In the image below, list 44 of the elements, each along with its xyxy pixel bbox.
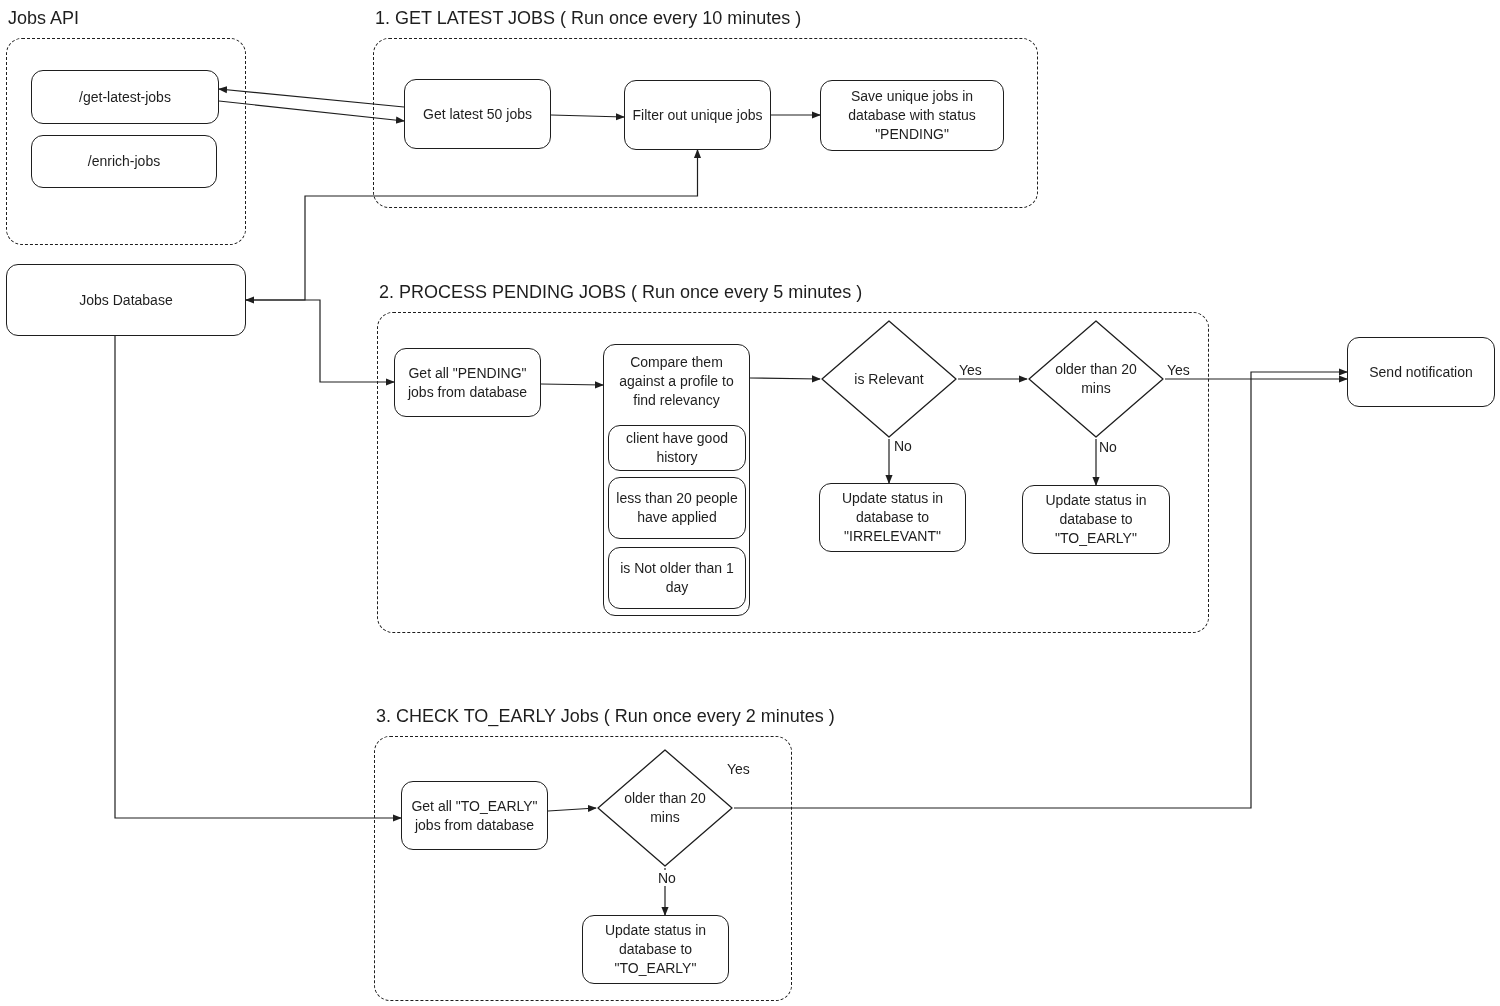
section-heading: 2. PROCESS PENDING JOBS ( Run once every 5 minutes ) (379, 281, 863, 304)
decision-text: is Relevant (853, 369, 925, 389)
process-box: Get latest 50 jobs (404, 79, 551, 149)
arrow (114, 335, 402, 822)
edge-label: Yes (1166, 362, 1191, 378)
edge-label: Yes (958, 362, 983, 378)
arrow (733, 368, 1348, 809)
arrow (770, 111, 821, 119)
arrow (540, 381, 604, 389)
process-box: is Not older than 1 day (608, 547, 746, 609)
arrow (1092, 438, 1100, 486)
process-box: /get-latest-jobs (31, 70, 219, 124)
process-box: Get all "TO_EARLY" jobs from database (401, 781, 548, 850)
process-box: /enrich-jobs (31, 135, 217, 188)
arrow (218, 100, 405, 124)
process-box: Jobs Database (6, 264, 246, 336)
edge-label: No (657, 870, 677, 886)
arrow (547, 804, 597, 813)
process-box: less than 20 people have applied (608, 477, 746, 539)
process-box: Filter out unique jobs (624, 80, 771, 150)
arrow (885, 438, 893, 484)
process-box: Update status in database to "TO_EARLY" (582, 915, 729, 984)
arrow (957, 375, 1028, 383)
box-heading: Compare them against a profile to find relevancy (618, 353, 735, 410)
process-box (603, 344, 750, 616)
process-box: Update status in database to "TO_EARLY" (1022, 485, 1170, 554)
edge-label: No (1098, 439, 1118, 455)
section-heading: Jobs API (8, 7, 80, 30)
edge-label: Yes (726, 761, 751, 777)
section-heading: 3. CHECK TO_EARLY Jobs ( Run once every 2 minutes ) (376, 705, 835, 728)
arrow (245, 299, 395, 386)
arrow (749, 375, 821, 383)
decision-text: older than 20 mins (623, 789, 707, 827)
arrow (218, 86, 405, 108)
process-box: Update status in database to "IRRELEVANT" (819, 483, 966, 552)
section-heading: 1. GET LATEST JOBS ( Run once every 10 minutes ) (375, 7, 802, 30)
process-box: Save unique jobs in database with status "PENDING" (820, 80, 1004, 151)
decision-text: older than 20 mins (1054, 360, 1138, 398)
arrow (1164, 375, 1348, 383)
process-box: client have good history (608, 425, 746, 471)
arrow (550, 113, 625, 121)
edge-label: No (893, 438, 913, 454)
process-box: Send notification (1347, 337, 1495, 407)
process-box: Get all "PENDING" jobs from database (394, 348, 541, 417)
